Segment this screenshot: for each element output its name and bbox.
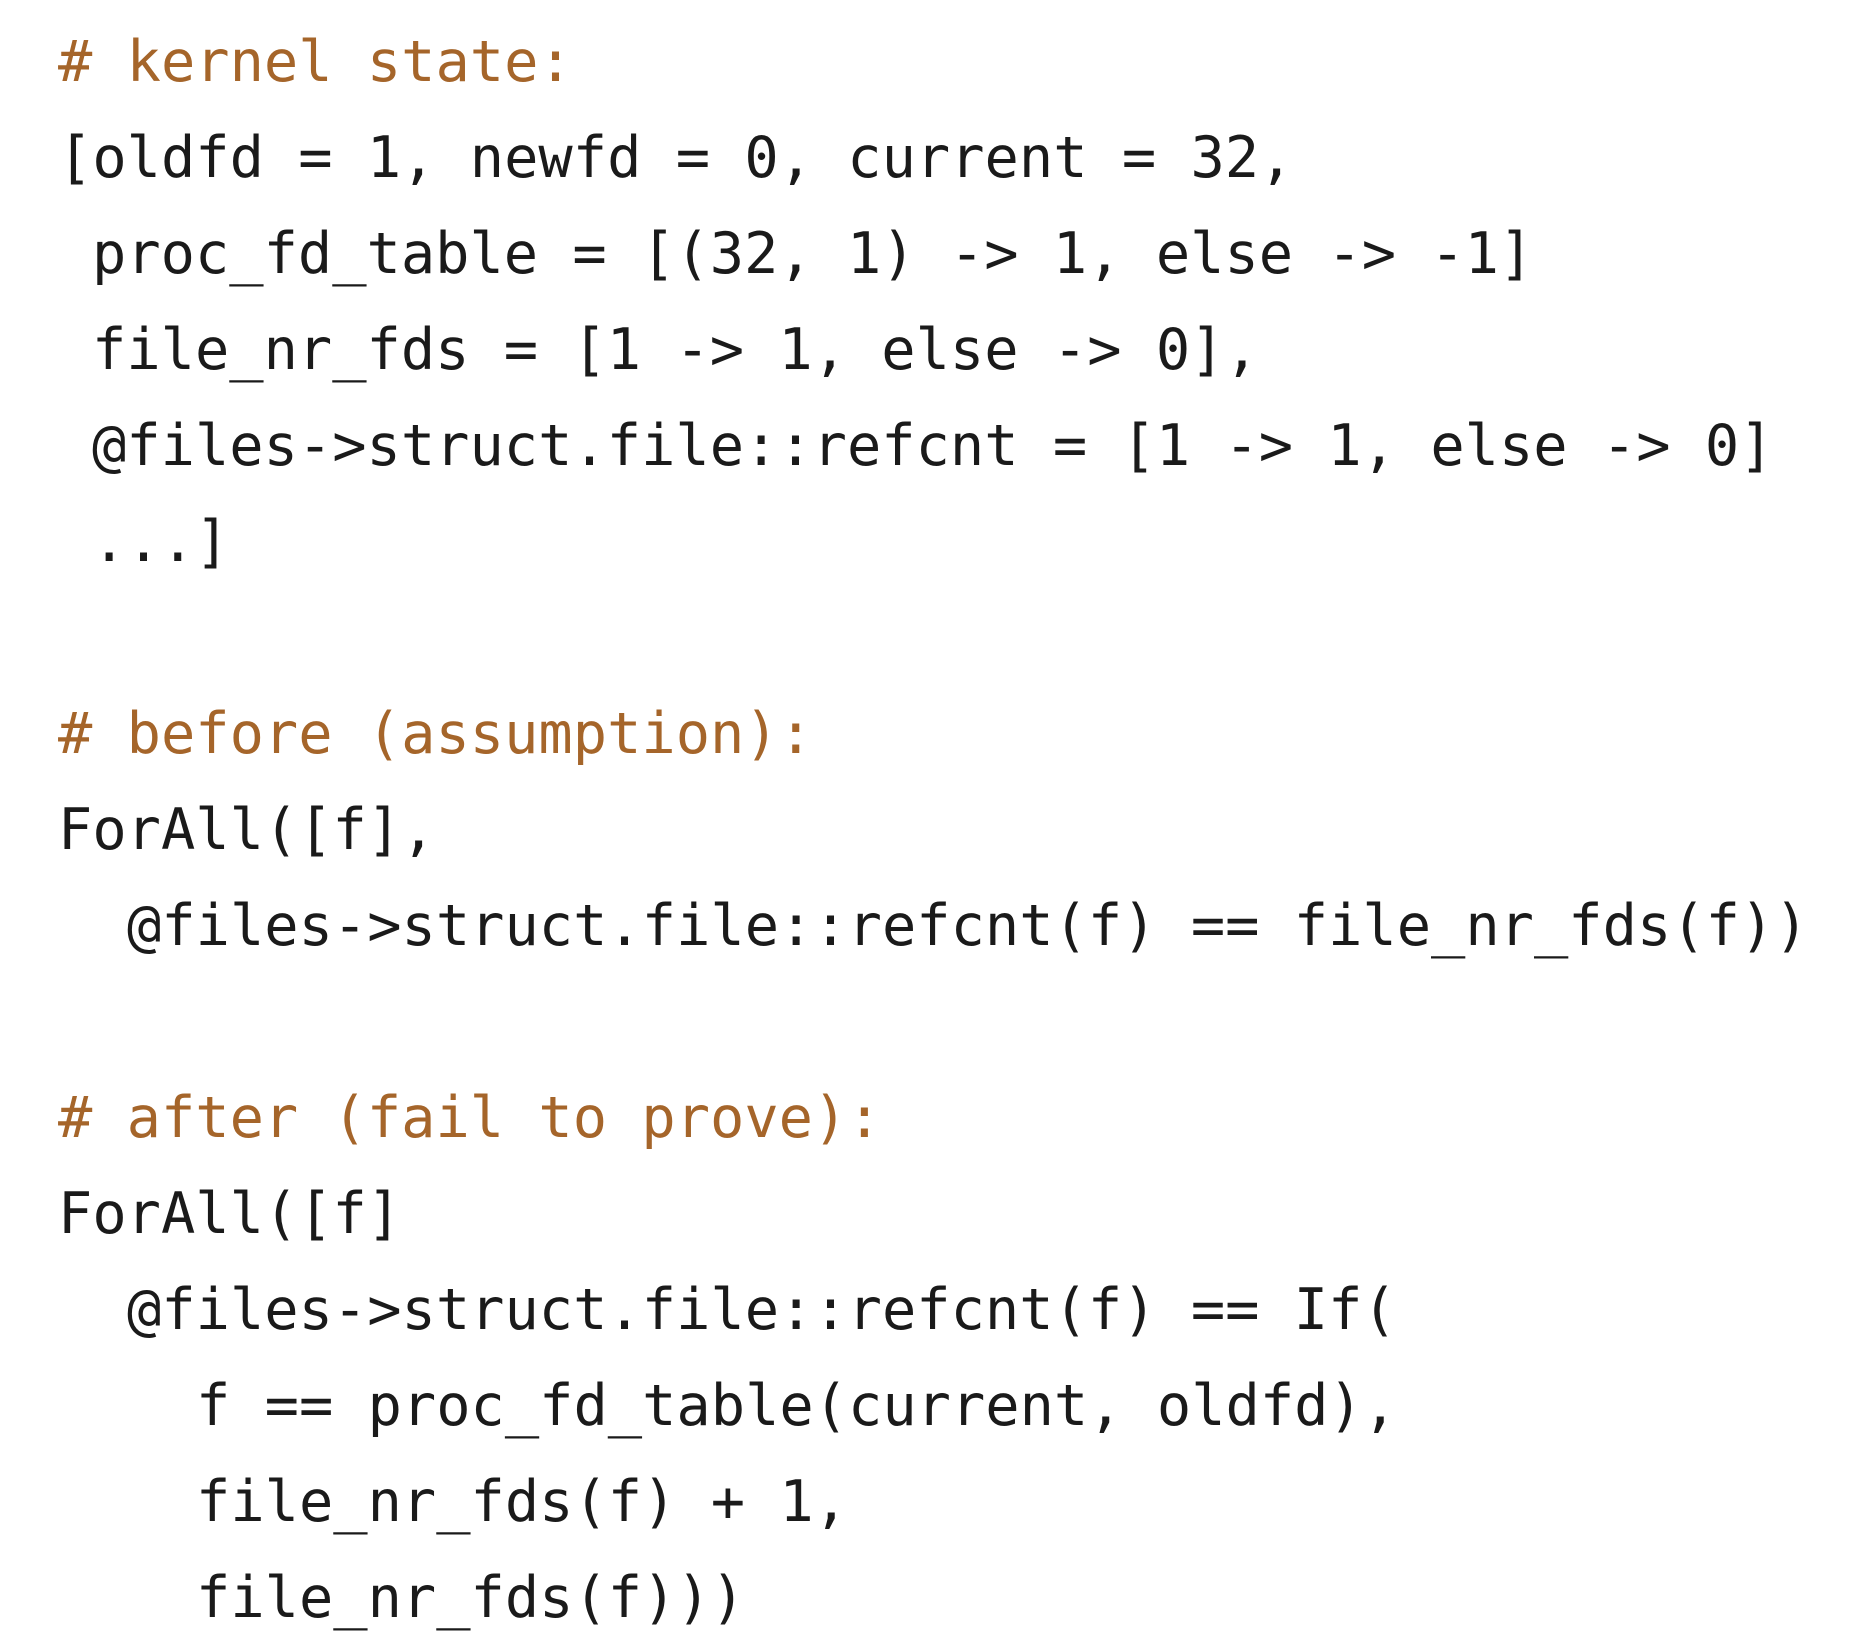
code-line: [oldfd = 1, newfd = 0, current = 32,	[58, 125, 1294, 191]
code-line: file_nr_fds = [1 -> 1, else -> 0],	[92, 317, 1259, 383]
code-line-comment-after: # after (fail to prove):	[58, 1085, 882, 1151]
code-line: ForAll([f],	[58, 797, 436, 863]
blank-line	[58, 590, 1809, 686]
code-line: @files->struct.file::refcnt(f) == file_n…	[127, 893, 1809, 959]
code-line: f == proc_fd_table(current, oldfd),	[196, 1373, 1398, 1439]
code-line: proc_fd_table = [(32, 1) -> 1, else -> -…	[92, 221, 1534, 287]
code-line: @files->struct.file::refcnt(f) == If(	[127, 1277, 1397, 1343]
code-line: ForAll([f]	[58, 1181, 402, 1247]
code-line: file_nr_fds(f)))	[196, 1565, 746, 1631]
code-line-comment-before: # before (assumption):	[58, 701, 813, 767]
code-line: file_nr_fds(f) + 1,	[196, 1469, 849, 1535]
code-block: # kernel state: [oldfd = 1, newfd = 0, cu…	[58, 14, 1809, 1646]
code-line-comment-kernel-state: # kernel state:	[58, 29, 573, 95]
blank-line	[58, 974, 1809, 1070]
code-line: @files->struct.file::refcnt = [1 -> 1, e…	[92, 413, 1774, 479]
code-line: ...]	[92, 509, 230, 575]
